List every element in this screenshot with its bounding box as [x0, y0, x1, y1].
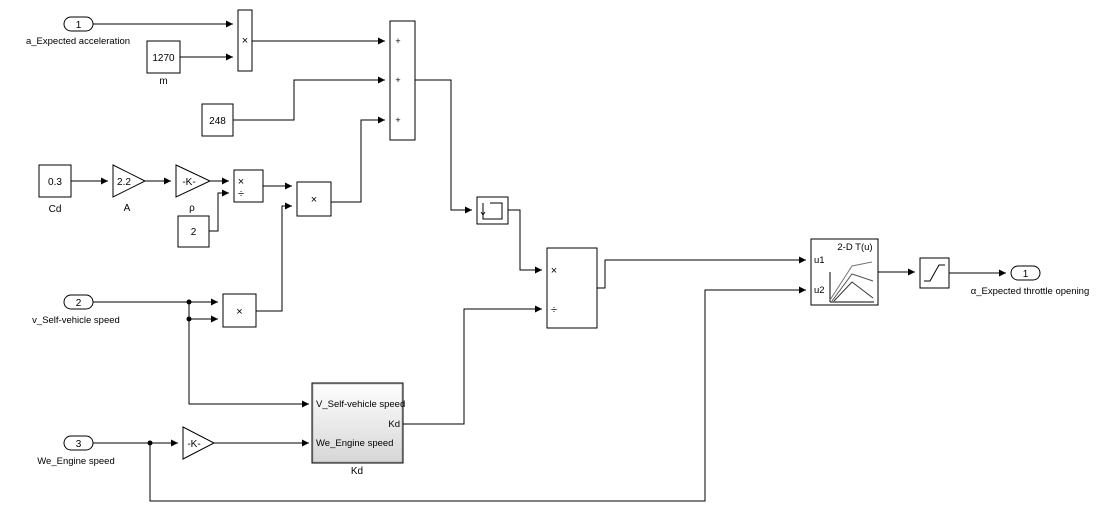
- wire-speed-to-vproduct-b[interactable]: [188, 302, 218, 323]
- gain-A-label: A: [124, 203, 131, 214]
- inport-3[interactable]: 3 We_Engine speed: [37, 435, 115, 467]
- wire-sum-to-abs[interactable]: [415, 79, 472, 214]
- subsystem-port-out: Kd: [388, 419, 400, 430]
- branch-dot: [186, 299, 192, 305]
- product-accel-mass[interactable]: ×: [237, 9, 253, 72]
- divide-rho-2-div: ÷: [238, 188, 244, 200]
- divide-rho-2[interactable]: × ÷: [233, 169, 264, 203]
- inport-2[interactable]: 2 v_Self-vehicle speed: [32, 294, 120, 326]
- inport-1[interactable]: 1 a_Expected acceleration: [26, 16, 130, 47]
- lookup-port-u2: u2: [814, 285, 825, 296]
- divide-final[interactable]: × ÷: [546, 247, 598, 329]
- constant-m-value: 1270: [152, 53, 175, 64]
- sum-sign-2: +: [395, 75, 400, 85]
- wire-kd-to-divide2[interactable]: [403, 305, 542, 425]
- outport-1-number: 1: [1023, 269, 1029, 280]
- constant-2[interactable]: 2: [177, 215, 210, 248]
- outport-1-label: α_Expected throttle opening: [971, 286, 1090, 297]
- inport-1-number: 1: [76, 20, 82, 31]
- product-speed-squared[interactable]: ×: [222, 293, 257, 328]
- constant-m[interactable]: 1270 m: [146, 40, 181, 87]
- subsystem-kd[interactable]: V_Self-vehicle speed Kd We_Engine speed …: [311, 382, 405, 477]
- sum-block[interactable]: + + +: [389, 20, 416, 141]
- constant-cd-label: Cd: [49, 204, 62, 215]
- gain-engine[interactable]: -K-: [182, 426, 216, 460]
- gain-rho-value: -K-: [182, 177, 195, 188]
- inport-3-number: 3: [76, 439, 82, 450]
- sum-sign-3: +: [395, 115, 400, 125]
- lookup-surface-icon: [829, 261, 874, 303]
- wire-engine-to-lookup[interactable]: [149, 286, 806, 502]
- outport-1[interactable]: 1 α_Expected throttle opening: [971, 265, 1090, 297]
- saturation-glyph-icon: [924, 264, 945, 282]
- lookup-table-2d[interactable]: 2-D T(u) u1 u2: [810, 238, 879, 306]
- product-accel-mass-op: ×: [242, 35, 248, 47]
- lookup-port-u1: u1: [814, 255, 825, 266]
- subsystem-port-in1: V_Self-vehicle speed: [316, 399, 405, 410]
- branch-dot: [186, 316, 192, 322]
- product-drag[interactable]: ×: [296, 181, 332, 217]
- constant-cd-value: 0.3: [48, 177, 62, 188]
- subsystem-port-in2: We_Engine speed: [316, 438, 393, 449]
- gain-rho[interactable]: -K- ρ: [175, 164, 212, 214]
- product-drag-op: ×: [311, 194, 317, 206]
- inport-1-label: a_Expected acceleration: [26, 36, 130, 47]
- gain-A-value: 2.2: [117, 177, 131, 188]
- branch-dot: [147, 440, 153, 446]
- inport-2-number: 2: [76, 298, 82, 309]
- saturation-block[interactable]: [919, 257, 950, 289]
- wire-2-to-divide[interactable]: [209, 189, 229, 232]
- wire-248-to-sum[interactable]: [233, 76, 385, 121]
- wire-product2-to-sum[interactable]: [331, 116, 385, 203]
- branch-points: [147, 299, 192, 446]
- wire-speed-to-subsystem[interactable]: [188, 319, 309, 408]
- gain-A[interactable]: 2.2 A: [112, 164, 147, 214]
- divide-final-mult: ×: [551, 265, 557, 277]
- constant-248-value: 248: [209, 116, 226, 127]
- constant-m-label: m: [159, 76, 167, 87]
- constant-2-value: 2: [191, 227, 197, 238]
- product-speed-squared-op: ×: [236, 306, 242, 318]
- subsystem-title: Kd: [351, 466, 363, 477]
- gain-engine-value: -K-: [187, 439, 200, 450]
- wire-v2-to-product2[interactable]: [256, 202, 292, 312]
- sum-sign-1: +: [395, 36, 400, 46]
- gain-rho-label: ρ: [189, 203, 195, 214]
- abs-block[interactable]: [476, 196, 509, 225]
- wire-abs-to-divide2[interactable]: [508, 209, 542, 274]
- constant-cd[interactable]: 0.3 Cd: [38, 164, 72, 215]
- divide-final-div: ÷: [551, 304, 557, 316]
- inport-2-label: v_Self-vehicle speed: [32, 315, 120, 326]
- lookup-title: 2-D T(u): [837, 242, 872, 253]
- divide-rho-2-mult: ×: [238, 176, 244, 188]
- inport-3-label: We_Engine speed: [37, 456, 114, 467]
- constant-248[interactable]: 248: [201, 103, 234, 137]
- wire-divide2-to-lookup[interactable]: [597, 256, 806, 289]
